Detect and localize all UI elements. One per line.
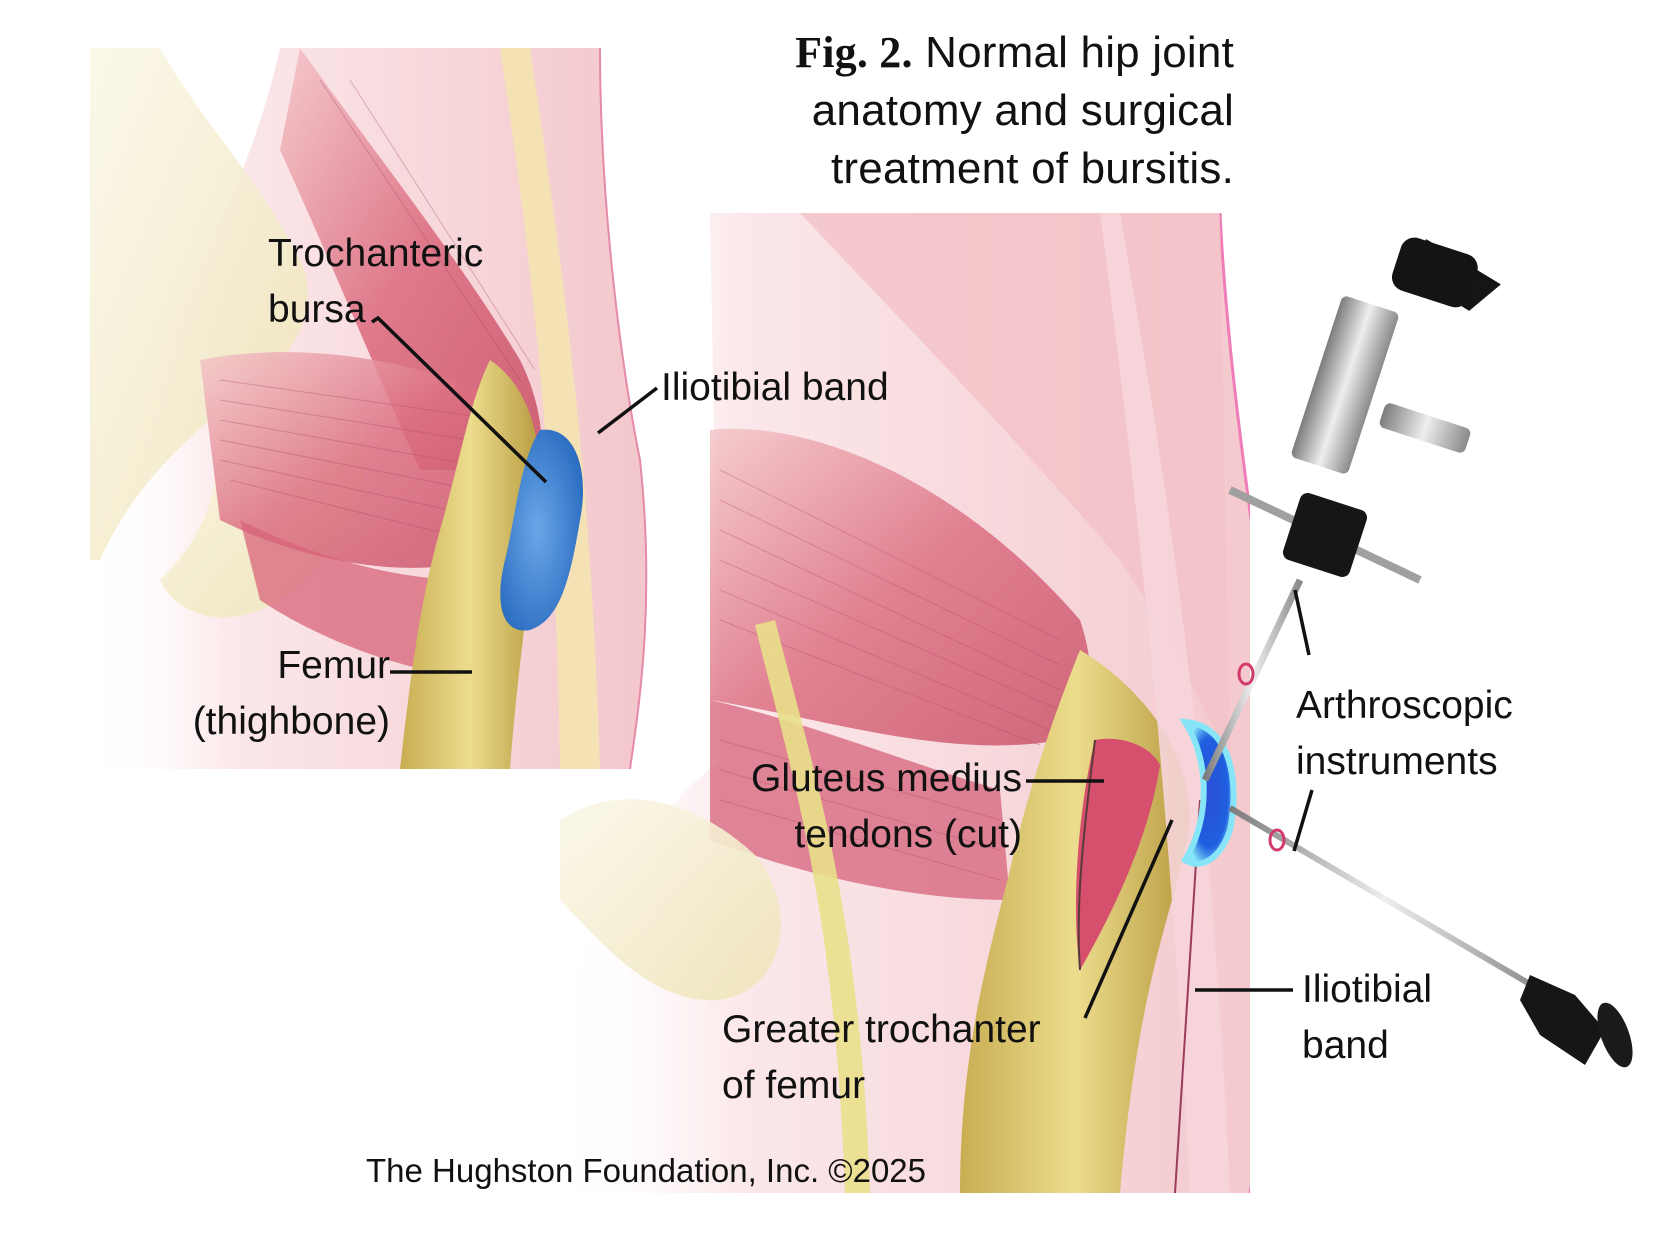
label-iliotibial-band-right: Iliotibial band	[1302, 968, 1433, 1067]
label-arthroscopic-instruments: Arthroscopic instruments	[1296, 684, 1513, 783]
copyright-credit: The Hughston Foundation, Inc. ©2025	[366, 1152, 927, 1189]
portal-ring-lower	[1268, 828, 1286, 852]
caption-line-3: treatment of bursitis.	[831, 144, 1234, 193]
figure-number: Fig. 2.	[795, 28, 913, 77]
left-panel-illustration	[90, 48, 660, 769]
right-panel-illustration	[556, 213, 1250, 1193]
caption-line-1: Normal hip joint	[925, 28, 1234, 77]
lower-instrument	[1228, 805, 1633, 1068]
label-femur: Femur (thighbone)	[192, 644, 390, 743]
label-gluteus-medius-tendons: Gluteus medius tendons (cut)	[751, 757, 1022, 856]
caption-line-2: anatomy and surgical	[811, 86, 1234, 135]
portal-ring-upper	[1237, 662, 1255, 686]
figure-caption: Fig. 2. Normal hip joint anatomy and sur…	[795, 24, 1234, 198]
label-greater-trochanter: Greater trochanter of femur	[722, 1008, 1041, 1107]
leader-lines	[371, 315, 1314, 1019]
label-trochanteric-bursa: Trochanteric bursa	[268, 232, 484, 331]
label-iliotibial-band-left: Iliotibial band	[661, 366, 889, 409]
